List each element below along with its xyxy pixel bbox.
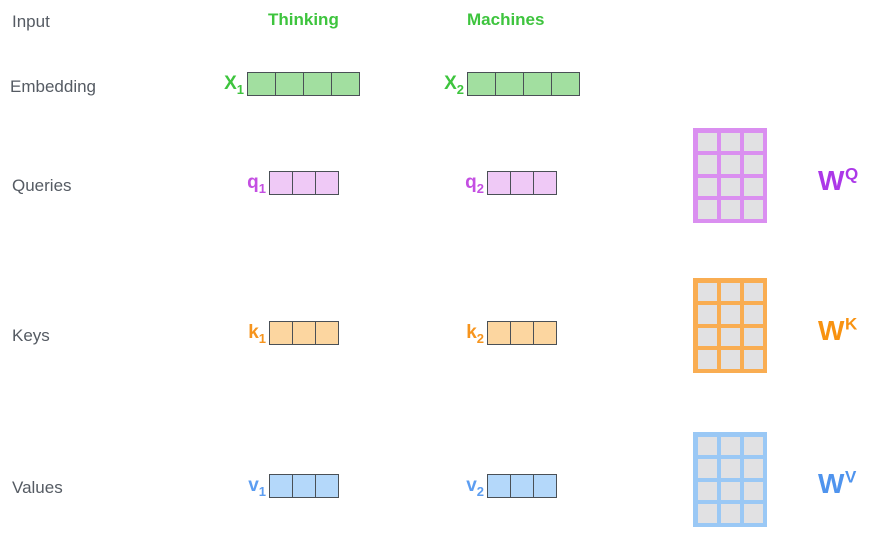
matrix-cell (720, 282, 740, 301)
v1-vector (269, 474, 339, 498)
matrix-cell (697, 155, 717, 174)
k1-label: k1 (248, 321, 266, 346)
value-vector-group-v2: v2 (454, 474, 557, 498)
vector-cell (270, 322, 292, 344)
q1-vector (269, 171, 339, 195)
q2-vector (487, 171, 557, 195)
matrix-cell (720, 200, 740, 219)
k2-vector (487, 321, 557, 345)
vector-cell (488, 172, 510, 194)
row-label-values: Values (12, 478, 63, 497)
matrix-cell (697, 327, 717, 346)
matrix-cell (743, 177, 763, 196)
wk-weight-matrix (693, 278, 767, 373)
vector-cell (488, 475, 510, 497)
matrix-cell (697, 282, 717, 301)
embedding-vector-group-x2: X2 (434, 72, 580, 96)
vector-cell (292, 322, 315, 344)
vector-cell (292, 475, 315, 497)
column-header-machines: Machines (467, 10, 545, 29)
matrix-cell (697, 504, 717, 523)
vector-cell (510, 322, 533, 344)
key-vector-group-k1: k1 (236, 321, 339, 345)
matrix-cell (743, 436, 763, 455)
vector-cell (275, 73, 303, 95)
vector-cell (523, 73, 551, 95)
v2-vector (487, 474, 557, 498)
vector-cell (292, 172, 315, 194)
matrix-cell (720, 177, 740, 196)
matrix-cell (697, 177, 717, 196)
matrix-cell (720, 459, 740, 478)
query-vector-group-q1: q1 (236, 171, 339, 195)
row-label-queries: Queries (12, 176, 72, 195)
matrix-cell (697, 305, 717, 324)
matrix-cell (720, 481, 740, 500)
matrix-cell (720, 155, 740, 174)
v1-label: v1 (248, 474, 266, 499)
wv-weight-matrix (693, 432, 767, 527)
matrix-cell (697, 459, 717, 478)
v2-label: v2 (466, 474, 484, 499)
q1-label: q1 (247, 171, 266, 196)
vector-cell (533, 475, 556, 497)
vector-cell (315, 475, 338, 497)
matrix-cell (743, 504, 763, 523)
matrix-cell (697, 132, 717, 151)
matrix-cell (697, 481, 717, 500)
embedding-vector-group-x1: X1 (214, 72, 360, 96)
vector-cell (303, 73, 331, 95)
matrix-cell (697, 350, 717, 369)
vector-cell (315, 322, 338, 344)
matrix-cell (720, 132, 740, 151)
matrix-cell (743, 327, 763, 346)
x2-label: X2 (444, 72, 464, 97)
vector-cell (270, 475, 292, 497)
vector-cell (495, 73, 523, 95)
row-label-input: Input (12, 12, 50, 31)
matrix-cell (743, 200, 763, 219)
matrix-cell (743, 305, 763, 324)
matrix-cell (720, 350, 740, 369)
wk-label: WK (818, 314, 858, 346)
x1-vector (247, 72, 360, 96)
vector-cell (551, 73, 579, 95)
matrix-cell (743, 132, 763, 151)
matrix-cell (720, 504, 740, 523)
vector-cell (315, 172, 338, 194)
matrix-cell (720, 327, 740, 346)
vector-cell (533, 322, 556, 344)
vector-cell (331, 73, 359, 95)
matrix-cell (697, 436, 717, 455)
row-label-keys: Keys (12, 326, 50, 345)
matrix-cell (720, 305, 740, 324)
k2-label: k2 (466, 321, 484, 346)
matrix-cell (743, 155, 763, 174)
vector-cell (270, 172, 292, 194)
vector-cell (248, 73, 275, 95)
wq-weight-matrix (693, 128, 767, 223)
vector-cell (510, 172, 533, 194)
matrix-cell (720, 436, 740, 455)
matrix-cell (743, 282, 763, 301)
matrix-cell (743, 459, 763, 478)
q2-label: q2 (465, 171, 484, 196)
wq-label: WQ (818, 164, 859, 196)
vector-cell (468, 73, 495, 95)
vector-cell (533, 172, 556, 194)
vector-cell (488, 322, 510, 344)
x1-label: X1 (224, 72, 244, 97)
value-vector-group-v1: v1 (236, 474, 339, 498)
k1-vector (269, 321, 339, 345)
key-vector-group-k2: k2 (454, 321, 557, 345)
row-label-embedding: Embedding (10, 77, 97, 96)
matrix-cell (697, 200, 717, 219)
wv-label: WV (818, 467, 857, 499)
x2-vector (467, 72, 580, 96)
matrix-cell (743, 481, 763, 500)
query-vector-group-q2: q2 (454, 171, 557, 195)
column-header-thinking: Thinking (268, 10, 339, 29)
matrix-cell (743, 350, 763, 369)
vector-cell (510, 475, 533, 497)
